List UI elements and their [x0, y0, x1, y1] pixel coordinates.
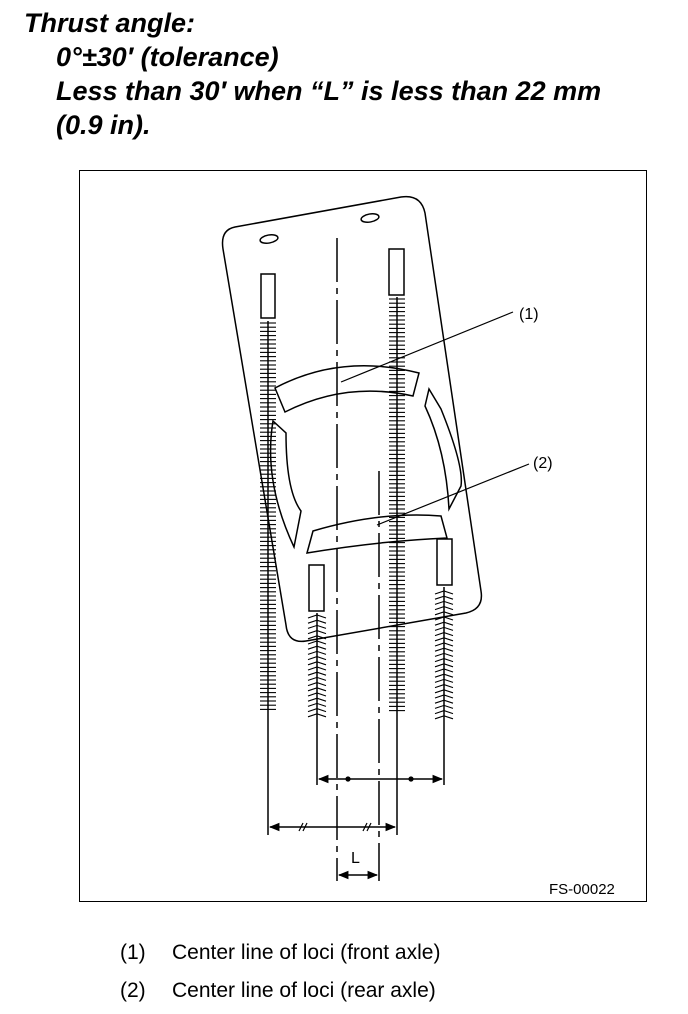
spec-tolerance: 0°±30′ (tolerance) — [56, 42, 279, 72]
spec-title: Thrust angle: — [24, 8, 196, 38]
front-equal-mark-right — [362, 822, 368, 832]
callout-2-leader — [376, 463, 530, 526]
figure-code: FS-00022 — [549, 881, 615, 898]
legend-number: (1) — [120, 941, 146, 964]
dimension-l-label: L — [351, 850, 360, 867]
legend-text: Center line of loci (rear axle) — [172, 979, 436, 1002]
spec-condition-line1: Less than 30′ when “L” is less than 22 m… — [56, 76, 602, 106]
rear-left-pad — [308, 564, 325, 612]
front-right-pad — [388, 248, 405, 296]
turntable-arc-bottom — [305, 514, 448, 554]
legend: (1) Center line of loci (front axle) (2)… — [120, 934, 440, 1010]
mount-hole-left — [259, 234, 279, 244]
callout-1-leader — [340, 311, 514, 383]
front-equal-mark-left — [298, 822, 304, 832]
rear-mid-dot-left — [345, 776, 351, 782]
thrust-angle-diagram: (1) (2) L FS-00022 — [79, 170, 647, 902]
legend-text: Center line of loci (front axle) — [172, 941, 441, 964]
rear-mid-dot-right — [408, 776, 414, 782]
thrust-angle-spec: Thrust angle: 0°±30′ (tolerance) Less th… — [24, 6, 601, 142]
front-left-pad — [260, 273, 276, 319]
legend-item: (2) Center line of loci (rear axle) — [120, 972, 440, 1010]
mount-hole-right — [360, 213, 380, 223]
chassis-plate — [221, 195, 483, 643]
callout-1-label: (1) — [519, 306, 539, 323]
turntable-arc-top — [274, 365, 420, 414]
diagram-drawing: (1) (2) L FS-00022 — [221, 195, 615, 898]
turntable-arc-left — [269, 419, 302, 550]
tire-track-marks — [260, 298, 454, 720]
turntable-arc-right — [424, 387, 463, 512]
rear-right-pad — [436, 538, 453, 586]
legend-number: (2) — [120, 979, 146, 1002]
legend-item: (1) Center line of loci (front axle) — [120, 934, 440, 972]
spec-condition-line2: (0.9 in). — [56, 110, 151, 140]
callout-2-label: (2) — [533, 455, 553, 472]
